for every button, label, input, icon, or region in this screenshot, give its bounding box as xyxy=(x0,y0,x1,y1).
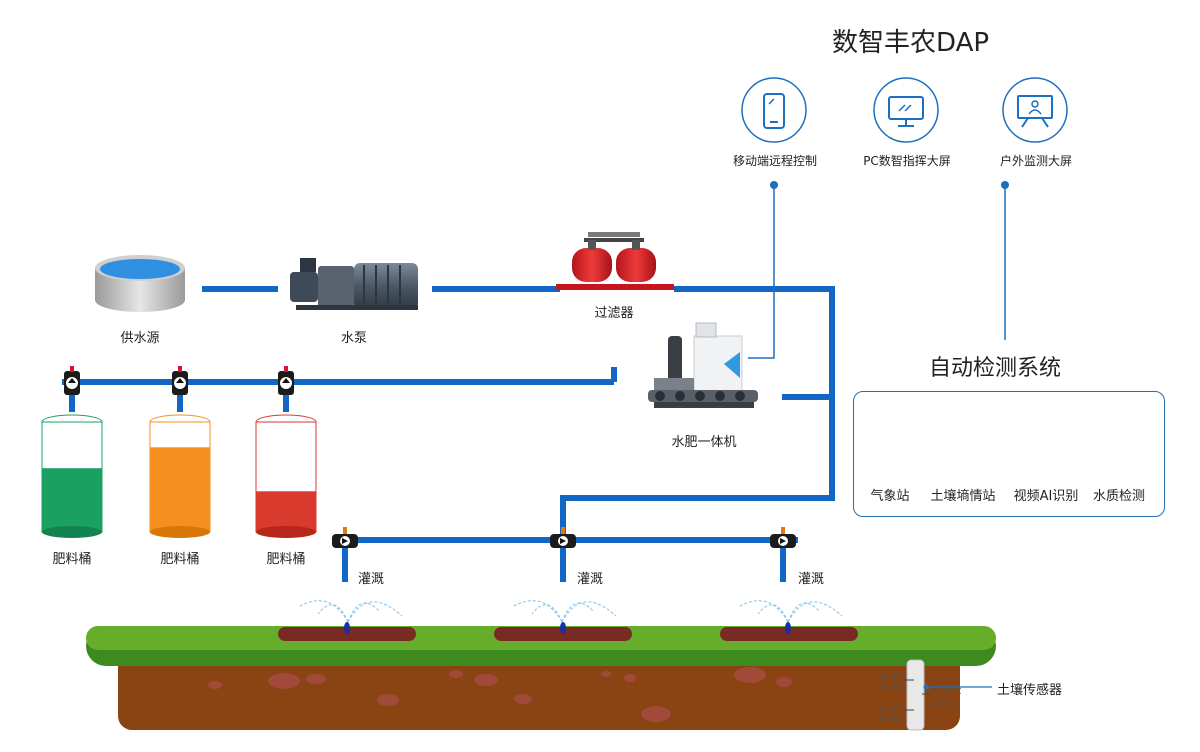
monitoring-label-weather: 气象站 xyxy=(870,489,910,504)
irrigation-label-2: 灌溉 xyxy=(577,572,604,587)
fertigation-machine-icon xyxy=(648,322,758,408)
irrigation-valve-icon xyxy=(332,527,358,548)
sensor-moisture-1: 20.2% xyxy=(878,683,904,692)
filter-icon xyxy=(556,232,674,290)
mobile-phone-icon[interactable] xyxy=(741,77,807,143)
pump-label: 水泵 xyxy=(340,331,368,346)
platform-label-outdoor: 户外监测大屏 xyxy=(999,154,1073,168)
sensor-moisture-2: 18.9% xyxy=(929,698,955,707)
water-pump-icon xyxy=(290,258,418,310)
platform-label-mobile: 移动端远程控制 xyxy=(732,154,818,168)
ground-soil xyxy=(118,650,960,730)
connector-dot-outdoor xyxy=(1001,181,1009,189)
monitor-icon[interactable] xyxy=(873,77,939,143)
monitoring-label-video: 视频AI识别 xyxy=(1013,489,1079,504)
sensor-temp-2: 23.80°C xyxy=(929,687,962,696)
ground-grass xyxy=(86,622,996,666)
fertilizer-tank-3 xyxy=(255,414,317,538)
soil-sensor-label: 土壤传感器 xyxy=(997,683,1063,698)
sensor-moisture-3: 17.6% xyxy=(878,715,904,724)
soil-sensor-probe-icon xyxy=(904,659,992,731)
page-title: 数智丰农DAP xyxy=(832,28,990,58)
irrigation-label-1: 灌溉 xyxy=(358,572,385,587)
fertilizer-tank-1 xyxy=(41,414,103,538)
monitoring-label-water: 水质检测 xyxy=(1092,489,1146,504)
valve-icon xyxy=(278,366,294,395)
fertilizer-tank-2 xyxy=(149,414,211,538)
sprinkler-spray xyxy=(299,600,843,623)
fertilizer-tank-label-1: 肥料桶 xyxy=(52,552,92,567)
valve-icon xyxy=(172,366,188,395)
platform-connectors xyxy=(748,185,1006,359)
water-source-tank-icon xyxy=(95,255,185,312)
presentation-screen-icon[interactable] xyxy=(1002,77,1068,143)
fertigation-machine-label: 水肥一体机 xyxy=(671,435,737,450)
monitoring-panel xyxy=(853,391,1165,517)
irrigation-label-3: 灌溉 xyxy=(798,572,825,587)
fertilizer-tank-label-2: 肥料桶 xyxy=(160,552,200,567)
sensor-temp-3: 21.3°C xyxy=(878,704,906,713)
fertilizer-tank-label-3: 肥料桶 xyxy=(266,552,306,567)
platform-label-pc: PC数智指挥大屏 xyxy=(863,154,951,168)
irrigation-valve-icon xyxy=(770,527,796,548)
valve-icon xyxy=(64,366,80,395)
irrigation-valve-icon xyxy=(550,527,576,548)
monitoring-title: 自动检测系统 xyxy=(929,356,1062,381)
water-source-label: 供水源 xyxy=(120,331,160,346)
filter-label: 过滤器 xyxy=(594,306,634,321)
connector-dot-mobile xyxy=(770,181,778,189)
monitoring-label-soil: 土壤墒情站 xyxy=(930,489,996,504)
sensor-temp-1: 26.3°C xyxy=(878,672,906,681)
